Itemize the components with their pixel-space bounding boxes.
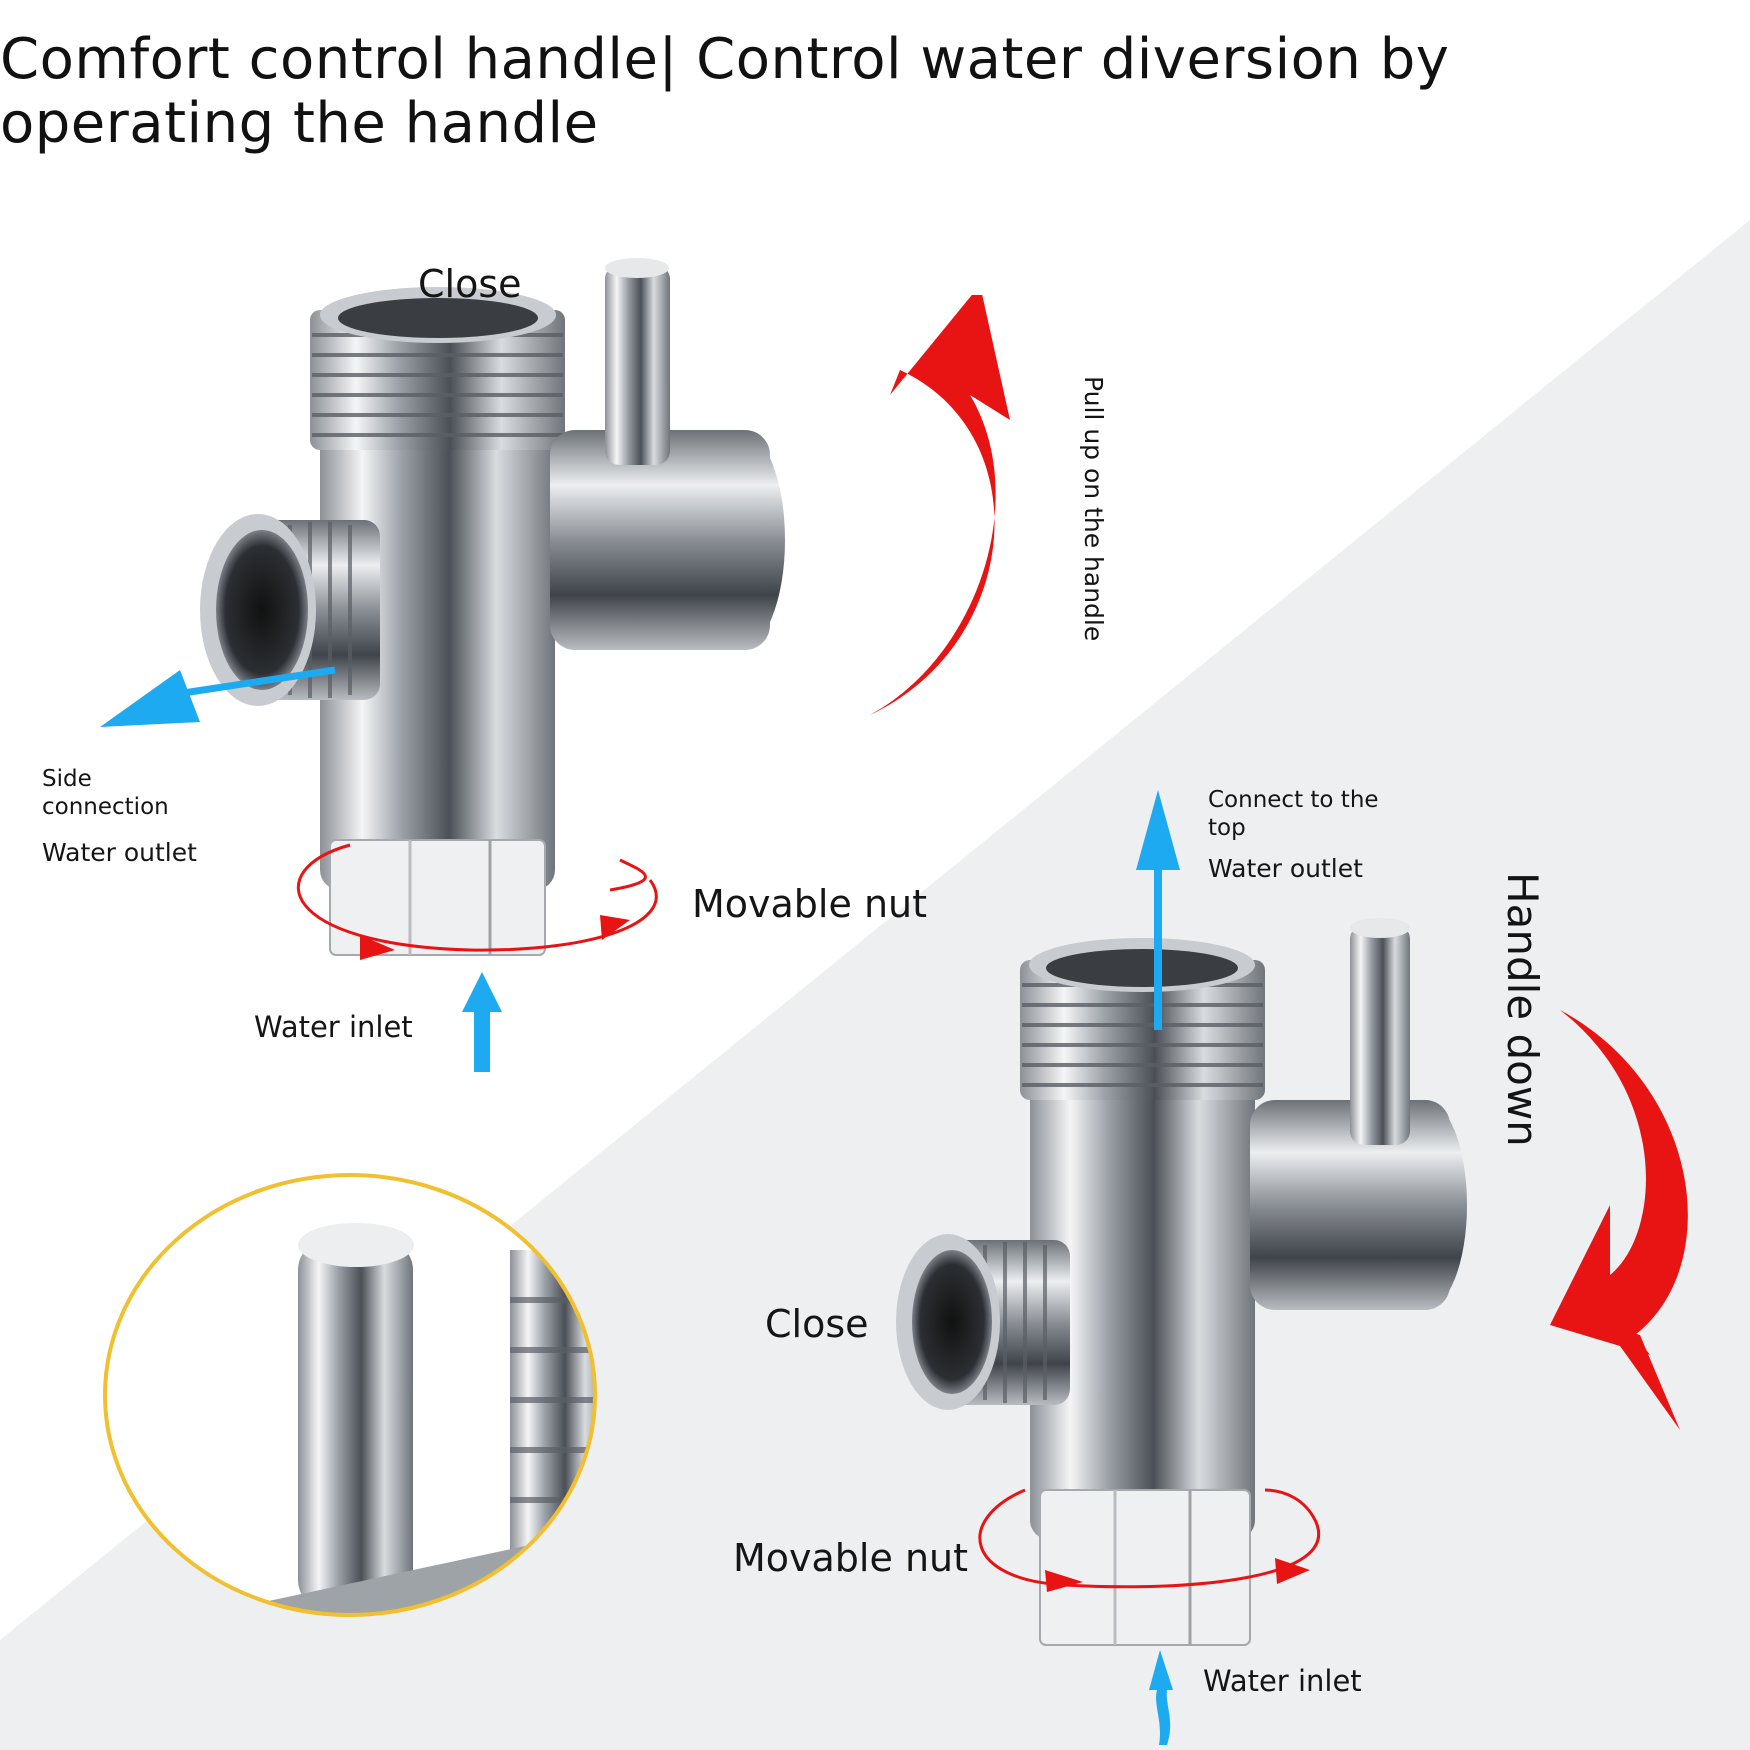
valve-image-top [200, 258, 785, 956]
page-title: Comfort control handle| Control water di… [0, 27, 1450, 156]
blue-flow-arrow-top-outlet [1136, 790, 1180, 1030]
top-action-label: Pull up on the handle [1079, 376, 1108, 642]
bottom-state-label: Close [765, 1302, 869, 1346]
red-curved-arrow-up [870, 295, 1010, 715]
side-outlet-label-2: connection [42, 794, 169, 820]
bottom-action-label: Handle down [1498, 872, 1547, 1147]
top-outlet-label-2: top [1208, 815, 1246, 841]
rotation-arrow-top [296, 843, 658, 960]
zoom-circle [103, 1173, 597, 1617]
bottom-inlet-label: Water inlet [1203, 1664, 1362, 1698]
side-outlet-label-3: Water outlet [42, 838, 197, 867]
top-outlet-label-1: Connect to the [1208, 787, 1379, 813]
valve-image-bottom [896, 918, 1467, 1646]
blue-flow-arrow-side [100, 666, 336, 727]
top-inlet-label: Water inlet [254, 1010, 413, 1044]
top-state-label: Close [418, 262, 522, 306]
side-outlet-label-1: Side [42, 766, 92, 792]
rotation-arrow-bottom [978, 1488, 1320, 1592]
red-curved-arrow-down [1550, 1010, 1688, 1430]
blue-flow-arrow-inlet-bottom [1149, 1650, 1173, 1745]
top-nut-label: Movable nut [692, 882, 928, 926]
blue-flow-arrow-inlet-top [462, 972, 502, 1072]
bottom-nut-label: Movable nut [733, 1536, 969, 1580]
top-outlet-label-3: Water outlet [1208, 854, 1363, 883]
